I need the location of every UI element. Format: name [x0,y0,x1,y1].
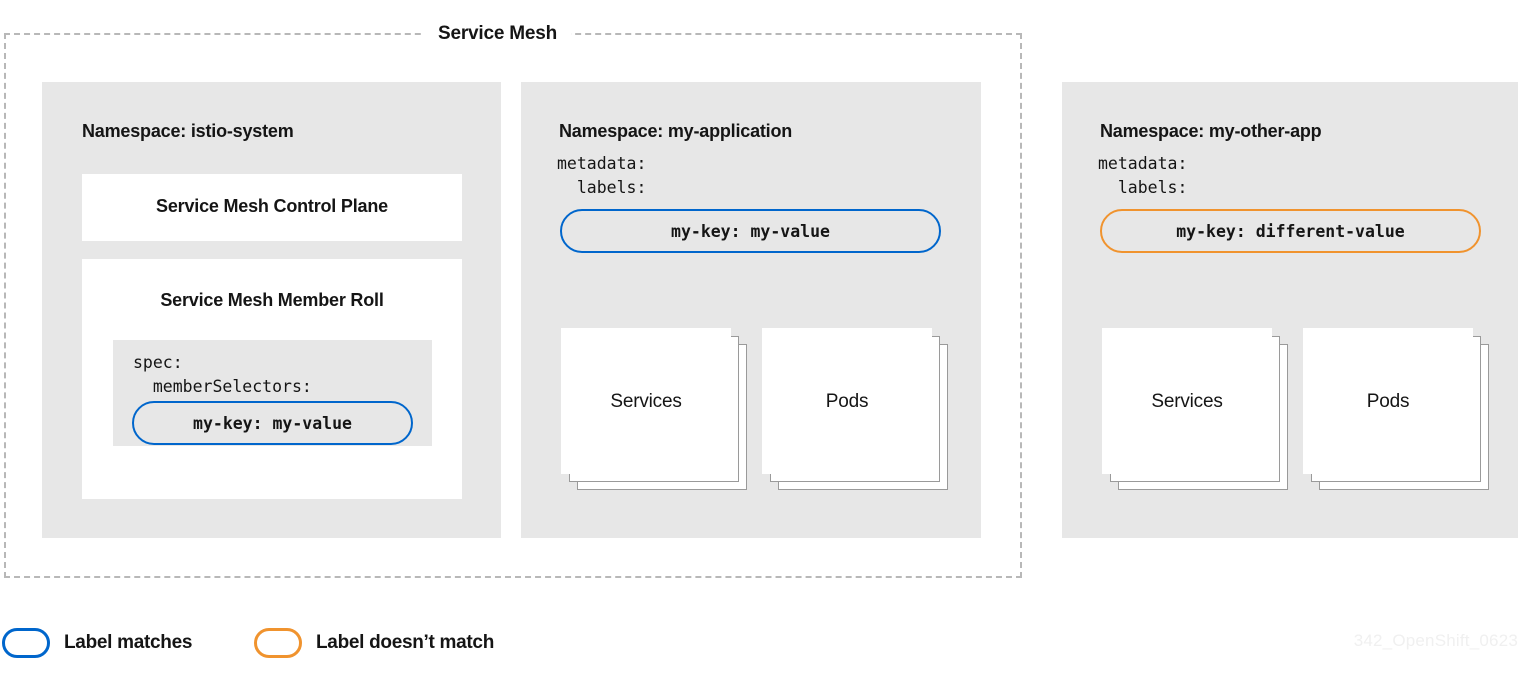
stack-label-services: Services [610,391,682,412]
legend-label-nomatch: Label doesn’t match [316,632,495,653]
card-title-control-plane: Service Mesh Control Plane [156,196,388,216]
label-pill-text-my-application: my-key: my-value [671,221,830,241]
card-service-mesh-member-roll: Service Mesh Member Roll spec: memberSel… [82,259,462,499]
namespace-panel-istio-system: Namespace: istio-system Service Mesh Con… [42,82,501,538]
label-pill-my-other-app: my-key: different-value [1100,209,1481,253]
legend-item-label-doesnt-match: Label doesn’t match [254,628,494,658]
stack-sheet-front: Pods [762,328,932,474]
legend-swatch-match-icon [2,628,50,658]
label-pill-text-member-roll-selector: my-key: my-value [193,413,352,433]
label-pill-member-roll-selector: my-key: my-value [132,401,413,445]
namespace-title-istio-system: Namespace: istio-system [82,121,294,141]
legend-item-label-matches: Label matches [2,628,192,658]
stack-label-services: Services [1151,391,1223,412]
namespace-title-my-other-app: Namespace: my-other-app [1100,121,1322,141]
yaml-text-my-application-metadata: metadata: labels: [557,154,647,197]
stack-sheet-front: Services [561,328,731,474]
label-pill-my-application: my-key: my-value [560,209,941,253]
resource-stack-services-my-application: Services [561,328,755,498]
resource-stack-services-my-other-app: Services [1102,328,1296,498]
card-title-member-roll: Service Mesh Member Roll [160,290,384,310]
yaml-text-member-roll-spec: spec: memberSelectors: [133,353,312,396]
namespace-title-my-application: Namespace: my-application [559,121,793,141]
namespace-panel-my-other-app: Namespace: my-other-app metadata: labels… [1062,82,1518,538]
stack-label-pods: Pods [825,391,869,412]
label-pill-text-my-other-app: my-key: different-value [1176,221,1405,241]
namespace-panel-my-application: Namespace: my-application metadata: labe… [521,82,981,538]
service-mesh-title: Service Mesh [424,22,572,46]
card-service-mesh-control-plane: Service Mesh Control Plane [82,174,462,241]
yaml-block-member-roll-spec: spec: memberSelectors: my-key: my-value [113,340,432,446]
legend-swatch-nomatch-icon [254,628,302,658]
watermark-image-id: 342_OpenShift_0623 [1353,631,1518,650]
stack-label-pods: Pods [1366,391,1410,412]
stack-sheet-front: Pods [1303,328,1473,474]
yaml-text-my-other-app-metadata: metadata: labels: [1098,154,1188,197]
legend-label-match: Label matches [64,632,193,653]
resource-stack-pods-my-application: Pods [762,328,956,498]
stack-sheet-front: Services [1102,328,1272,474]
resource-stack-pods-my-other-app: Pods [1303,328,1497,498]
